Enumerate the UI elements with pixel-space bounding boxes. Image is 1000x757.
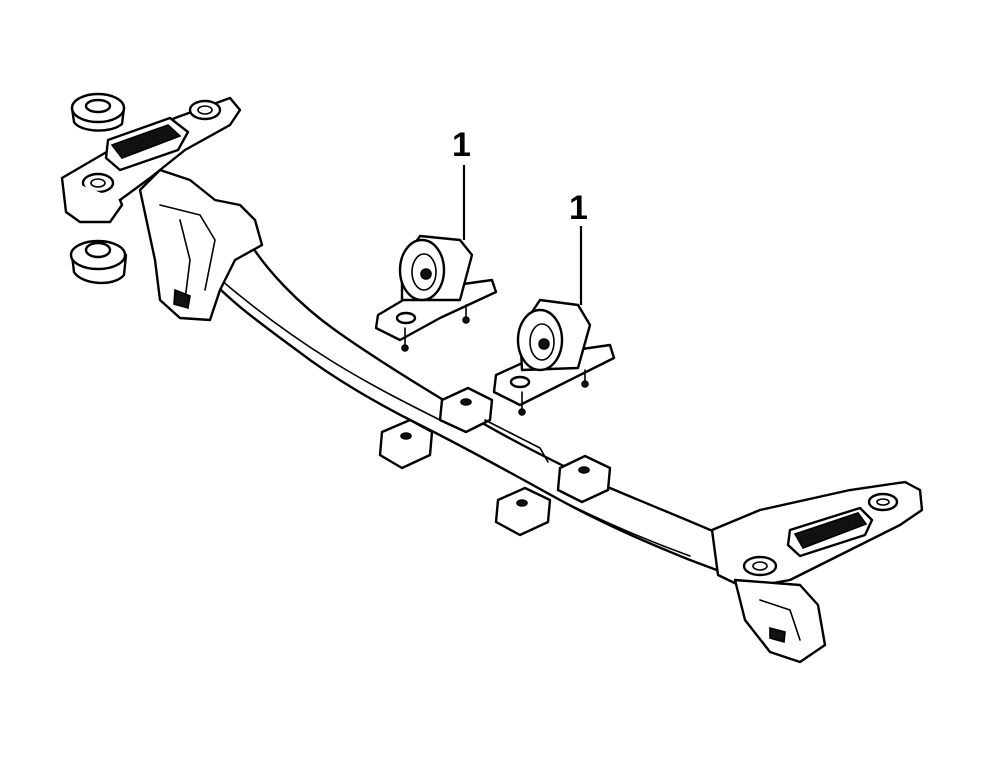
left-lower-bushing (69, 239, 128, 285)
callout-label-1a: 1 (452, 126, 471, 164)
left-upper-bushing (70, 92, 126, 132)
beam-tab-2 (438, 386, 494, 434)
beam-tab-4 (556, 454, 612, 504)
beam-tab-3 (494, 486, 552, 537)
right-mount-bracket (710, 480, 924, 664)
beam-tab-1 (378, 418, 434, 470)
left-mount-bracket (60, 96, 264, 322)
callout-label-1b: 1 (569, 189, 588, 227)
engine-mount-right (492, 298, 616, 416)
engine-mount-left (374, 234, 498, 352)
beam-rib (484, 419, 549, 463)
